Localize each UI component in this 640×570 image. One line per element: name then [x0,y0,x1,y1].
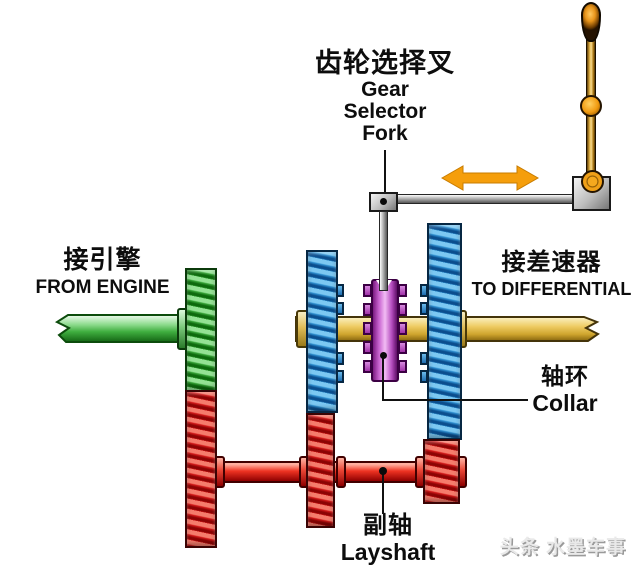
collar-tab [398,284,407,297]
to-differential-label: 接差速器 TO DIFFERENTIAL [463,247,640,300]
gear-dog-tooth [336,284,344,297]
watermark: 头条 水墨车事 [499,537,626,558]
layshaft-hub-3 [336,456,346,488]
gear-dog-tooth [420,352,428,365]
collar-label-en: Collar [532,390,598,416]
gear-selector-fork-label: 齿轮选择叉 Gear Selector Fork [295,48,475,145]
from-engine-label-zh: 接引擎 [63,246,142,274]
collar-callout-line-vertical [382,354,384,401]
gear-dog-tooth [336,370,344,383]
layshaft-gear-small-red [423,439,460,504]
collar-label: 轴环 Collar [505,362,625,416]
gear-dog-tooth [420,370,428,383]
gear-dog-tooth [336,302,344,315]
collar-label-zh: 轴环 [541,363,589,389]
gear-lever-knob [581,2,601,42]
gear-lever-pivot-ball [580,95,602,117]
input-shaft-green [54,314,191,343]
mainshaft-gear-blue-left [306,250,338,413]
gear-selector-fork-label-en-2: Selector [343,100,427,123]
layshaft-gear-large-red [185,390,217,548]
collar-tab [398,303,407,316]
from-engine-label: 接引擎 FROM ENGINE [10,245,195,299]
from-engine-label-en: FROM ENGINE [35,277,170,298]
fork-callout-line [384,150,386,194]
layshaft-gear-mid-red [306,413,335,528]
to-differential-label-en: TO DIFFERENTIAL [471,279,632,299]
collar-purple [371,279,399,382]
layshaft-label-zh: 副轴 [363,512,413,539]
mainshaft-gear-blue-right [427,223,462,440]
collar-callout-dot [380,352,387,359]
to-differential-label-zh: 接差速器 [501,249,602,276]
gear-dog-tooth [420,302,428,315]
gear-selector-fork-label-en-3: Fork [362,122,408,145]
layshaft-callout-line [382,470,384,514]
gear-lever-base-ball [581,170,604,193]
input-gear-green [185,268,217,392]
collar-tab [398,360,407,373]
layshaft-label-en: Layshaft [340,539,436,565]
gear-dog-tooth [336,352,344,365]
selector-fork-pivot-dot [380,198,387,205]
layshaft-callout-dot [379,467,387,475]
gear-selector-fork-label-zh: 齿轮选择叉 [315,48,455,78]
selector-shift-rail [396,194,576,204]
collar-tab [398,341,407,354]
gear-selector-fork-label-en-1: Gear [361,78,409,101]
collar-tab [398,322,407,335]
horizontal-double-arrow-icon [441,165,539,191]
gear-dog-tooth [420,284,428,297]
selector-fork-rod [379,211,388,291]
collar-callout-line-horizontal [383,399,528,401]
layshaft-label: 副轴 Layshaft [323,511,453,565]
